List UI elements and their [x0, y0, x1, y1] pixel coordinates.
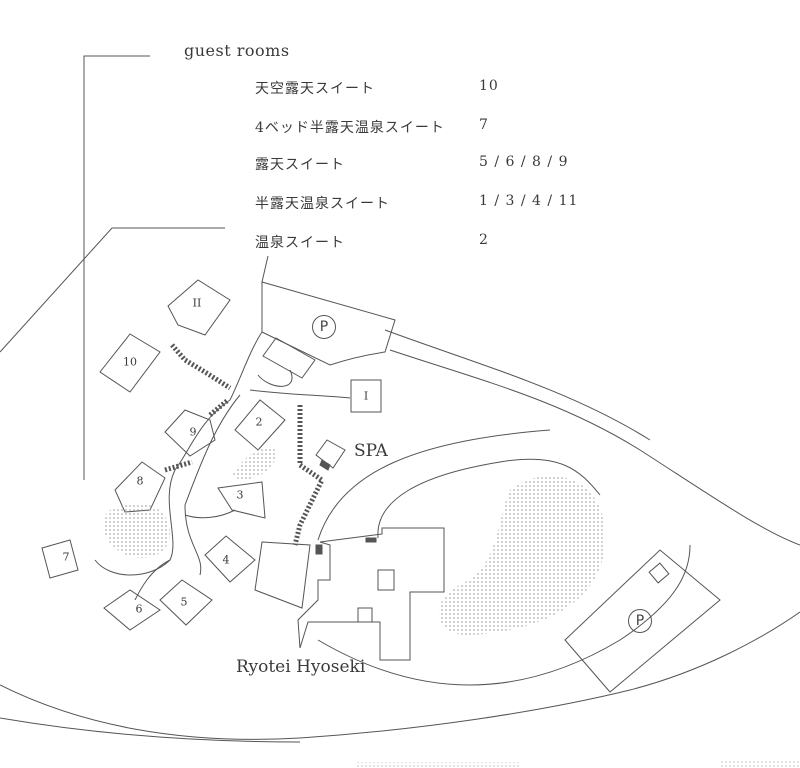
pond-large [438, 475, 606, 636]
room-10-building [99, 333, 161, 393]
room-label-3[interactable]: 3 [236, 488, 244, 502]
parking-icon-bottom[interactable]: P [628, 609, 652, 633]
legend-room-numbers: 5 / 6 / 8 / 9 [479, 154, 569, 170]
legend-row: 温泉スイート 2 [255, 232, 488, 252]
bottom-dots [355, 762, 520, 768]
ryotei-marker [365, 537, 377, 543]
parking-icon-top[interactable]: P [312, 315, 336, 339]
spa-label[interactable]: SPA [354, 441, 388, 461]
road-upper [389, 349, 800, 546]
road-lower [317, 544, 691, 686]
legend-pointer-tick [261, 255, 269, 283]
spa-marker [319, 459, 331, 471]
ryotei-building [297, 527, 445, 661]
road-outer-2 [0, 717, 301, 743]
legend-room-type: 4ベッド半露天温泉スイート [255, 120, 445, 136]
legend-row: 露天スイート 5 / 6 / 8 / 9 [255, 154, 567, 174]
road-upper-2 [384, 329, 651, 441]
room-label-11[interactable]: II [192, 296, 202, 310]
garden-path-5 [134, 559, 171, 601]
room-9-building [164, 409, 216, 457]
legend-room-type: 天空露天スイート [255, 81, 375, 97]
room-label-7[interactable]: 7 [62, 550, 70, 564]
parking-booth [648, 562, 670, 584]
stepping-path-3 [164, 459, 193, 473]
room-2-building [234, 399, 286, 451]
room-7-building [41, 539, 79, 579]
legend-row: 半露天温泉スイート 1 / 3 / 4 / 11 [255, 193, 577, 213]
ryotei-court [357, 607, 373, 623]
legend-room-type: 露天スイート [255, 157, 345, 173]
legend-room-numbers: 10 [479, 78, 499, 94]
annex-building [262, 337, 316, 379]
room-6-building [103, 589, 161, 631]
road-big-loop [229, 331, 263, 401]
legend-room-numbers: 1 / 3 / 4 / 11 [479, 193, 579, 209]
room-11-building [167, 279, 231, 336]
garden-path-3 [249, 389, 351, 399]
legend-pointer-line [0, 227, 225, 353]
parking-area-bottom [564, 549, 721, 693]
ryotei-wing [254, 541, 311, 609]
stepping-path-1 [170, 343, 232, 391]
room-label-2[interactable]: 2 [255, 415, 263, 429]
room-label-1[interactable]: I [363, 389, 369, 403]
garden-path-6 [184, 509, 236, 519]
legend-room-type: 温泉スイート [255, 235, 345, 251]
room-label-9[interactable]: 9 [189, 425, 197, 439]
legend-row: 4ベッド半露天温泉スイート 7 [255, 117, 488, 137]
garden-dots [232, 446, 276, 480]
stepping-path-4 [208, 398, 230, 417]
room-label-5[interactable]: 5 [180, 595, 188, 609]
pond-small [103, 503, 170, 558]
legend-room-numbers: 2 [479, 232, 489, 248]
room-4-building [204, 535, 256, 583]
parking-area-top [261, 281, 396, 366]
road-inner-2 [377, 458, 601, 539]
room-5-building [159, 579, 213, 626]
legend-bracket-line [83, 55, 150, 480]
room-label-6[interactable]: 6 [135, 602, 143, 616]
bottom-dots-2 [720, 760, 800, 768]
road-inner [317, 429, 551, 541]
ryotei-court-2 [377, 569, 395, 591]
legend-room-numbers: 7 [479, 117, 489, 133]
legend-title: guest rooms [184, 41, 290, 60]
room-1-building [350, 379, 382, 413]
stepping-path-2 [292, 405, 326, 546]
legend-row: 天空露天スイート 10 [255, 78, 498, 98]
room-label-4[interactable]: 4 [222, 553, 230, 567]
spa-entry-marker [315, 544, 323, 555]
road-outer [0, 611, 800, 740]
restaurant-label[interactable]: Ryotei Hyoseki [236, 657, 366, 677]
room-3-building [217, 481, 266, 519]
legend-room-type: 半露天温泉スイート [255, 196, 390, 212]
garden-path-4 [257, 369, 293, 387]
room-label-10[interactable]: 10 [123, 355, 137, 369]
room-label-8[interactable]: 8 [136, 474, 144, 488]
garden-path [94, 399, 231, 576]
garden-path-2 [184, 394, 241, 576]
